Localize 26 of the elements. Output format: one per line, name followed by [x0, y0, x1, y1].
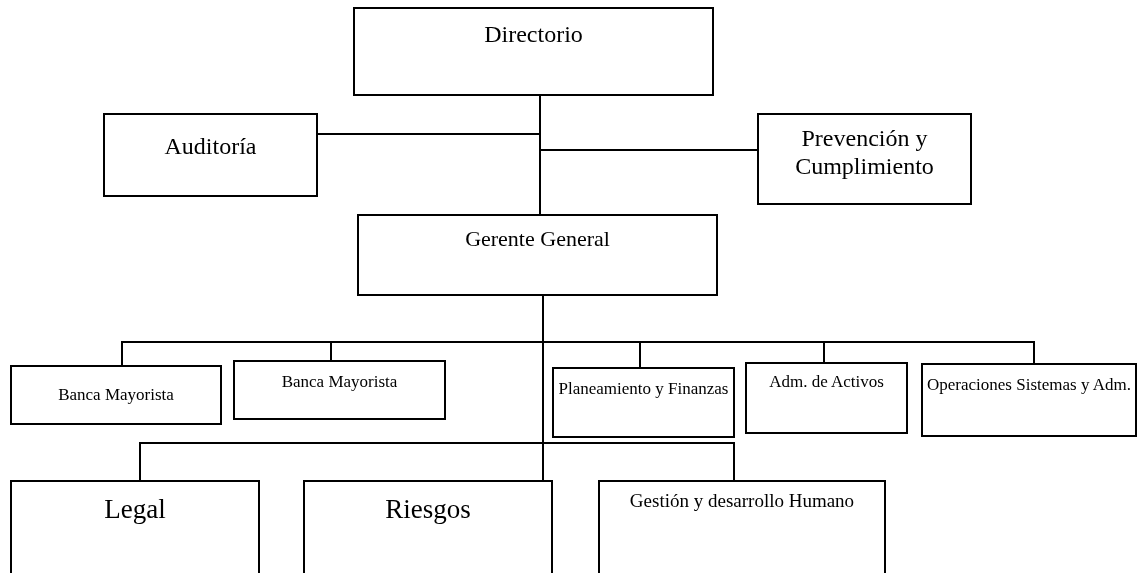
unit-name: Prevención y Cumplimiento — [794, 125, 935, 181]
org-box — [757, 113, 972, 205]
unit-name: Auditoría — [163, 133, 258, 161]
org-box — [103, 113, 318, 197]
unit-name: Gestión y desarrollo Humano — [628, 490, 856, 512]
unit-name: Legal — [103, 494, 167, 526]
unit-name: Planeamiento y Finanzas — [558, 379, 729, 399]
connector-line — [539, 95, 541, 215]
unit-name: Banca Mayorista — [280, 372, 399, 392]
org-box — [10, 365, 222, 425]
org-box — [921, 363, 1137, 437]
org-box — [552, 367, 735, 438]
org-box — [10, 480, 260, 573]
org-box — [353, 7, 714, 96]
org-box — [598, 480, 886, 573]
unit-name: Riesgos — [384, 494, 472, 526]
connector-line — [542, 295, 735, 481]
org-box — [233, 360, 446, 420]
unit-name: Directorio — [483, 21, 584, 49]
unit-name: Adm. de Activos — [768, 372, 885, 392]
unit-name: Banca Mayorista — [57, 385, 175, 405]
org-box — [357, 214, 718, 296]
unit-name: Gerente General — [464, 226, 611, 252]
unit-name: Operaciones Sistemas y Adm. — [927, 375, 1131, 395]
org-box — [745, 362, 908, 434]
org-box — [303, 480, 553, 573]
